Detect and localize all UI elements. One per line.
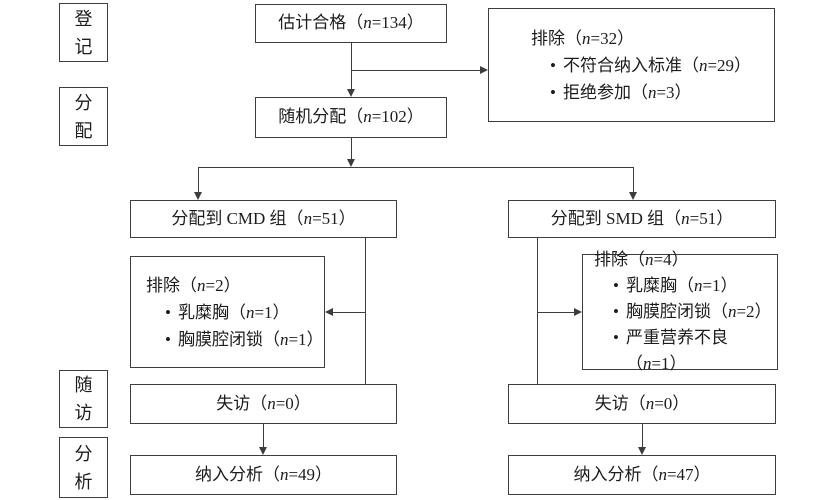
node-analyzed-smd: 纳入分析（n=47）	[508, 455, 776, 495]
node-analyzed-cmd-text: 纳入分析（n=49）	[194, 464, 333, 484]
excluded-smd-item-text: 乳糜胸（n=1）	[625, 276, 738, 295]
arrowhead-down-icon	[347, 89, 355, 97]
stage-label-registration-text: 登记	[74, 8, 93, 57]
excluded-smd-item: 严重营养不良（n=1）	[594, 325, 777, 377]
connector-to-excluded-smd	[537, 312, 574, 313]
connector-cmd-lost	[365, 238, 366, 384]
excluded-cmd-item: 乳糜胸（n=1）	[146, 299, 324, 326]
connector-eligible-randomized	[351, 43, 352, 90]
node-excluded-top: 排除（n=32） 不符合纳入标准（n=29） 拒绝参加（n=3）	[488, 8, 775, 122]
connector-randomized-split	[351, 138, 352, 160]
excluded-smd-title: 排除（n=4）	[594, 250, 689, 269]
arrowhead-down-icon	[638, 447, 646, 455]
connector-split-smd	[633, 167, 634, 193]
arrowhead-down-icon	[194, 192, 202, 200]
node-eligible: 估计合格（n=134）	[255, 4, 447, 43]
node-analyzed-cmd: 纳入分析（n=49）	[130, 455, 397, 495]
connector-lost-analyzed-cmd	[263, 424, 264, 447]
excluded-cmd-item-text: 胸膜腔闭锁（n=1）	[177, 329, 324, 349]
bullet-icon	[613, 273, 626, 299]
excluded-cmd-item-text: 乳糜胸（n=1）	[177, 302, 290, 322]
bullet-icon	[613, 299, 626, 325]
excluded-smd-item-text: 严重营养不良（n=1）	[625, 328, 728, 373]
node-randomized: 随机分配（n=102）	[255, 97, 447, 138]
excluded-smd-item-text: 胸膜腔闭锁（n=2）	[625, 302, 772, 321]
node-excluded-cmd: 排除（n=2） 乳糜胸（n=1） 胸膜腔闭锁（n=1）	[130, 256, 325, 368]
excluded-top-title: 排除（n=32）	[531, 28, 635, 48]
node-cmd-group: 分配到 CMD 组（n=51）	[130, 200, 397, 238]
node-cmd-group-text: 分配到 CMD 组（n=51）	[171, 208, 356, 228]
bullet-icon	[550, 52, 563, 79]
connector-lost-analyzed-smd	[642, 424, 643, 447]
arrowhead-down-icon	[259, 447, 267, 455]
stage-label-allocation: 分配	[59, 87, 108, 146]
node-lost-cmd-text: 失访（n=0）	[216, 393, 311, 413]
excluded-top-item-text: 不符合纳入标准（n=29）	[562, 55, 752, 75]
excluded-cmd-item: 胸膜腔闭锁（n=1）	[146, 326, 324, 353]
node-randomized-text: 随机分配（n=102）	[278, 107, 424, 127]
connector-to-excluded-top	[351, 70, 480, 71]
arrowhead-down-icon	[629, 192, 637, 200]
bullet-icon	[165, 299, 178, 326]
node-eligible-text: 估计合格（n=134）	[278, 13, 424, 33]
excluded-top-item-text: 拒绝参加（n=3）	[562, 82, 692, 102]
connector-split-cmd	[198, 167, 199, 193]
bullet-icon	[165, 326, 178, 353]
stage-label-analysis-text: 分析	[74, 443, 93, 492]
excluded-top-item: 不符合纳入标准（n=29）	[531, 52, 774, 79]
node-excluded-smd: 排除（n=4） 乳糜胸（n=1） 胸膜腔闭锁（n=2） 严重营养不良（n=1）	[582, 250, 778, 373]
node-analyzed-smd-text: 纳入分析（n=47）	[573, 464, 711, 484]
split-bar	[198, 167, 633, 168]
bullet-icon	[613, 325, 626, 351]
excluded-smd-item: 胸膜腔闭锁（n=2）	[594, 299, 777, 325]
node-smd-group: 分配到 SMD 组（n=51）	[508, 200, 776, 238]
node-lost-cmd: 失访（n=0）	[130, 384, 397, 424]
arrowhead-down-icon	[347, 159, 355, 167]
stage-label-allocation-text: 分配	[74, 92, 93, 141]
connector-to-excluded-cmd	[333, 312, 366, 313]
node-smd-group-text: 分配到 SMD 组（n=51）	[550, 208, 734, 228]
stage-label-analysis: 分析	[59, 437, 108, 498]
arrowhead-left-icon	[325, 308, 333, 316]
stage-label-registration: 登记	[59, 3, 108, 62]
excluded-smd-item: 乳糜胸（n=1）	[594, 273, 777, 299]
node-lost-smd: 失访（n=0）	[508, 384, 776, 424]
bullet-icon	[550, 79, 563, 106]
excluded-top-item: 拒绝参加（n=3）	[531, 79, 774, 106]
excluded-cmd-title: 排除（n=2）	[146, 275, 241, 295]
connector-smd-lost	[537, 238, 538, 384]
arrowhead-right-icon	[480, 66, 488, 74]
node-lost-smd-text: 失访（n=0）	[594, 393, 690, 413]
stage-label-followup: 随访	[59, 370, 108, 428]
stage-label-followup-text: 随访	[74, 375, 93, 423]
arrowhead-right-icon	[574, 308, 582, 316]
